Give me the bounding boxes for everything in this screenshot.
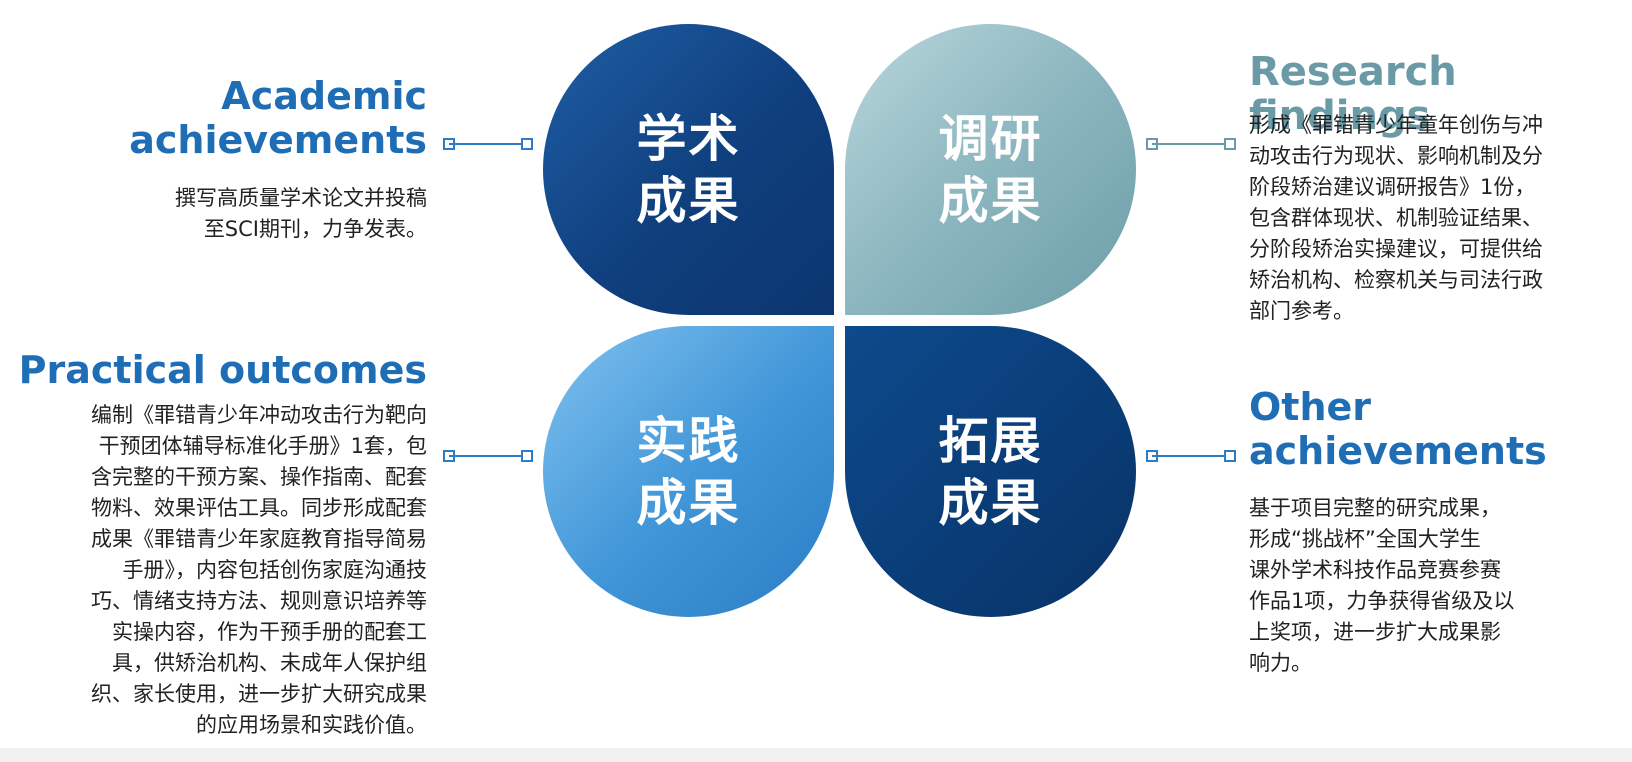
academic-description: 撰写高质量学术论文并投稿 至SCI期刊，力争发表。: [175, 186, 427, 241]
academic-heading: Academic achievements: [129, 74, 427, 162]
research-description: 形成《罪错青少年童年创伤与冲 动攻击行为现状、影响机制及分 阶段矫治建议调研报告…: [1249, 113, 1543, 323]
practical-heading: Practical outcomes: [18, 348, 427, 392]
other-connector: [1146, 450, 1236, 462]
research-connector: [1146, 138, 1236, 150]
other-description: 基于项目完整的研究成果， 形成“挑战杯”全国大学生 课外学术科技作品竞赛参赛 作…: [1249, 496, 1515, 675]
academic-petal-label: 学术 成果: [636, 109, 741, 230]
research-heading: Research findings: [1249, 49, 1457, 139]
research-petal: 调研 成果: [845, 24, 1136, 315]
practical-description: 编制《罪错青少年冲动攻击行为靶向 干预团体辅导标准化手册》1套，包 含完整的干预…: [91, 403, 427, 737]
practical-petal-label: 实践 成果: [636, 411, 741, 532]
research-petal-label: 调研 成果: [938, 109, 1043, 230]
bottom-strip: [0, 748, 1632, 762]
other-heading: Other achievements: [1249, 385, 1547, 473]
practical-connector: [443, 450, 533, 462]
practical-petal: 实践 成果: [543, 326, 834, 617]
academic-connector: [443, 138, 533, 150]
other-petal: 拓展 成果: [845, 326, 1136, 617]
other-petal-label: 拓展 成果: [938, 411, 1043, 532]
academic-petal: 学术 成果: [543, 24, 834, 315]
